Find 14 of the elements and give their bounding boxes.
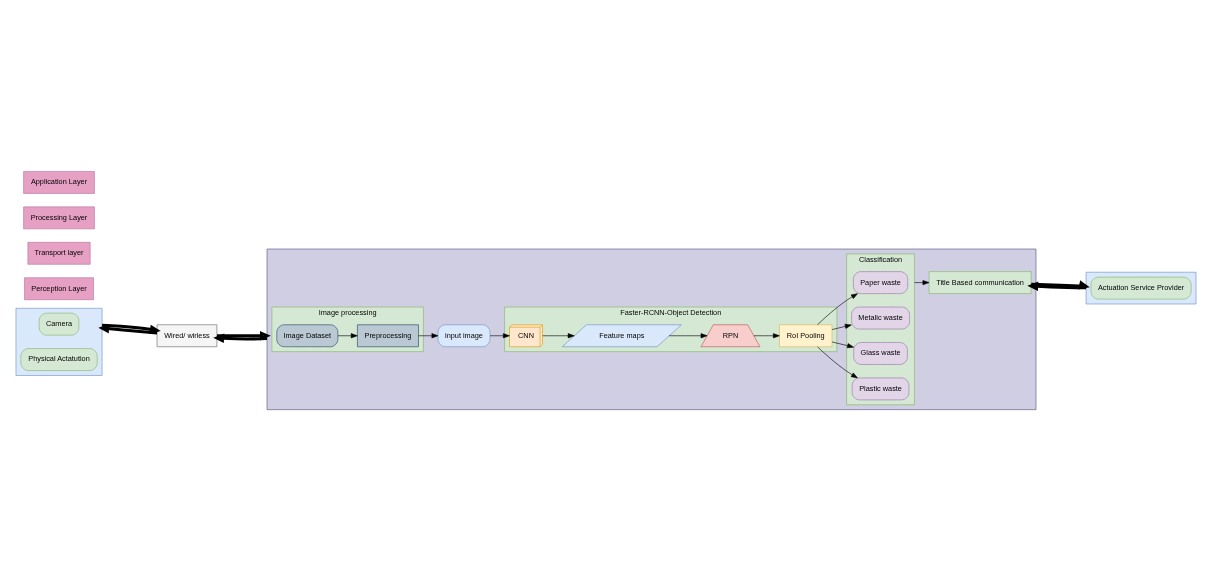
cluster	[15, 307, 103, 376]
arrow	[914, 280, 930, 286]
arrow	[418, 333, 439, 339]
arrow	[817, 293, 858, 325]
arrow	[753, 333, 780, 339]
arrow	[213, 333, 268, 344]
arrow	[489, 333, 510, 339]
arrow	[1027, 281, 1087, 292]
arrow	[831, 323, 852, 330]
arrow	[542, 333, 575, 339]
arrow	[337, 333, 358, 339]
arrow	[668, 333, 708, 339]
arrow	[817, 346, 858, 379]
arrow	[831, 341, 854, 349]
